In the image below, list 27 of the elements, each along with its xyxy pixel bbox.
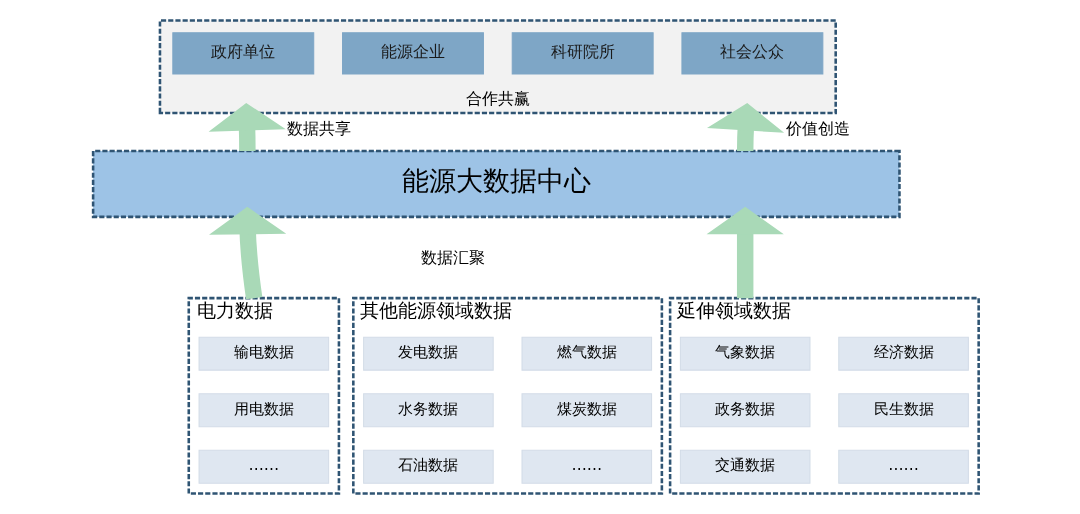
node-box: 政府单位	[172, 32, 315, 75]
node-box: ……	[521, 449, 653, 484]
node-box: ……	[198, 449, 330, 484]
label: 数据汇聚	[421, 247, 486, 267]
node-box: 政务数据	[679, 393, 811, 428]
node-box: 交通数据	[679, 449, 811, 484]
node-box: 用电数据	[198, 393, 330, 428]
edge-label: 价值创造	[786, 119, 851, 139]
node-box: 燃气数据	[521, 336, 653, 371]
node-box: 水务数据	[363, 393, 494, 428]
node-box: 发电数据	[363, 336, 494, 371]
node-box: 石油数据	[363, 449, 494, 484]
arrow	[208, 102, 286, 152]
node-box: 气象数据	[679, 336, 811, 371]
arrow	[208, 206, 287, 300]
node-box: 煤炭数据	[521, 393, 653, 428]
node-box: 科研院所	[511, 32, 654, 75]
node-box: 社会公众	[681, 32, 824, 75]
node-box: 输电数据	[198, 336, 330, 371]
node-box: 能源企业	[342, 32, 484, 75]
edge-label: 数据共享	[287, 119, 352, 139]
node-box: 民生数据	[838, 393, 969, 428]
node-box: 能源大数据中心	[91, 149, 901, 219]
node-box: ……	[838, 449, 969, 484]
node-box: 经济数据	[838, 336, 969, 371]
arrow	[706, 102, 785, 152]
arrow	[706, 206, 784, 299]
